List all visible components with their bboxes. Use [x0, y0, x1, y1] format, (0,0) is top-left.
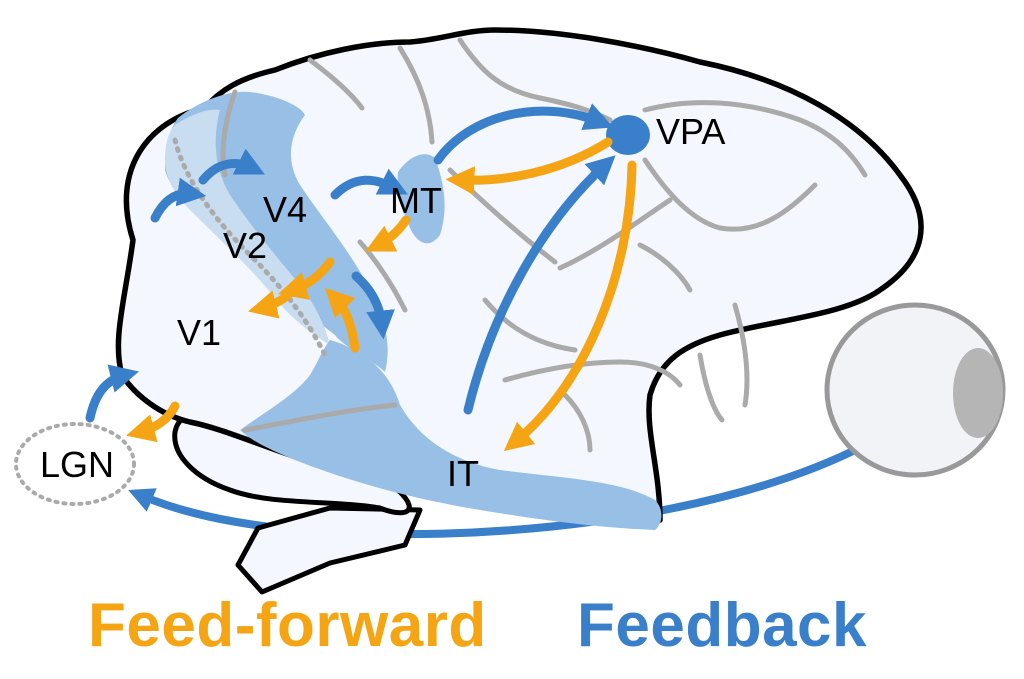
- label-lgn: LGN: [40, 444, 114, 485]
- feedback-arrow-mt-vpa: [433, 103, 614, 165]
- feedforward-arrows: [126, 137, 637, 452]
- v1-v2-border: [172, 137, 328, 358]
- label-mt: MT: [390, 180, 442, 221]
- label-v2: V2: [223, 225, 267, 266]
- lgn-outline: [14, 422, 136, 506]
- feedback-arrow-it-vpa: [463, 155, 616, 415]
- feedforward-arrow-vpa-mt: [445, 137, 613, 196]
- feedforward-arrow-vpa-it: [503, 160, 637, 452]
- feedforward-arrow-v1-lgn: [126, 401, 180, 443]
- feedback-arrow-v2-v4: [198, 148, 265, 185]
- label-vpa: VPA: [656, 111, 725, 152]
- legend-feedback: Feedback: [577, 591, 868, 660]
- label-it: IT: [447, 453, 479, 494]
- label-v4: V4: [263, 189, 307, 230]
- feedforward-arrow-it-v2: [324, 287, 360, 353]
- feedback-arrows: [85, 103, 616, 423]
- feedforward-arrow-v2-v1: [248, 277, 305, 319]
- vpa-node: [606, 115, 650, 155]
- feedback-arrow-lgn-v1: [85, 364, 139, 423]
- eye: [824, 302, 1006, 478]
- label-v1: V1: [177, 312, 221, 353]
- feedback-arrow-v4-mt: [330, 168, 408, 200]
- feedforward-arrow-mt-v4: [365, 215, 411, 252]
- feedback-arrow-v1-v2: [150, 177, 207, 223]
- pupil: [953, 348, 1003, 438]
- it-area: [240, 340, 662, 530]
- brainstem: [235, 505, 423, 595]
- optic-pathway-arrow: [128, 441, 867, 539]
- feedback-arrow-v4-it: [351, 271, 395, 340]
- legend-feedforward: Feed-forward: [88, 591, 487, 660]
